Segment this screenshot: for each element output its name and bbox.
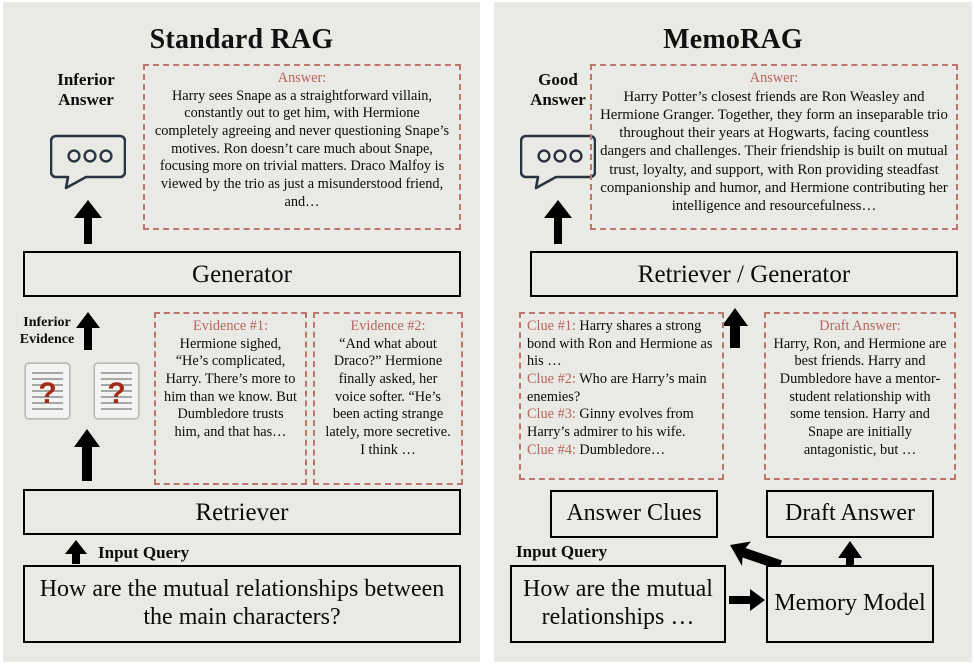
evidence-1-caption: Evidence #1: — [192, 318, 269, 334]
input-query-box-right[interactable]: How are the mutual relationships … — [510, 565, 726, 643]
evidence-2-caption: Evidence #2: — [350, 318, 426, 334]
good-answer-line2: Answer — [530, 90, 586, 110]
evidence-box-2: Evidence #2: “And what about Draco?” Her… — [313, 312, 463, 485]
retriever-generator-label: Retriever / Generator — [637, 260, 851, 288]
answer-clues-box[interactable]: Answer Clues — [550, 490, 718, 538]
inferior-evidence-label: Inferior Evidence — [6, 315, 88, 348]
arrow-answer-up — [541, 198, 575, 246]
input-query-box-left[interactable]: How are the mutual relationships between… — [23, 565, 461, 643]
svg-text:?: ? — [38, 377, 56, 410]
answer-caption: Answer: — [277, 70, 327, 86]
document-unknown-2: ? — [93, 362, 140, 420]
clue-4-label: Clue #4: — [527, 441, 576, 458]
arrow-up-to-retriever-generator — [720, 307, 750, 349]
svg-text:?: ? — [107, 377, 125, 410]
draft-answer-text: Harry, Ron, and Hermione are best friend… — [773, 335, 947, 458]
draft-answer-dashed-box: Draft Answer: Harry, Ron, and Hermione a… — [764, 312, 956, 480]
input-query-text-right: How are the mutual relationships … — [523, 576, 713, 630]
arrow-memory-to-draft — [836, 540, 864, 578]
retriever-generator-box[interactable]: Retriever / Generator — [530, 251, 958, 297]
arrow-memory-to-clues — [728, 539, 784, 575]
standard-rag-title: Standard RAG — [149, 24, 334, 55]
standard-answer-box: Answer: Harry sees Snape as a straightfo… — [143, 64, 461, 230]
clue-line-2: Clue #2: Who are Harry’s main enemies? — [527, 371, 716, 406]
memory-model-box[interactable]: Memory Model — [766, 565, 934, 643]
inferior-answer-line1: Inferior — [57, 70, 115, 89]
clue-2-text: Who are Harry’s main enemies? — [527, 370, 707, 405]
memorag-panel: MemoRAG Good Answer Answer: Harry Potter… — [494, 2, 972, 662]
arrow-evidence-up-top — [74, 310, 102, 352]
draft-answer-caption: Draft Answer: — [819, 318, 901, 334]
inferior-evidence-line2: Evidence — [19, 331, 75, 347]
generator-label: Generator — [192, 260, 292, 288]
clue-line-3: Clue #3: Ginny evolves from Harry’s admi… — [527, 406, 716, 441]
input-query-label-right: Input Query — [516, 542, 608, 561]
answer-text: Harry Potter’s closest friends are Ron W… — [600, 88, 948, 215]
memorag-answer-box: Answer: Harry Potter’s closest friends a… — [590, 64, 958, 230]
arrow-answer-up — [71, 198, 105, 246]
inferior-evidence-line1: Inferior — [23, 315, 71, 330]
clue-2-label: Clue #2: — [527, 370, 576, 387]
evidence-1-text: Hermione sighed, “He’s complicated, Harr… — [164, 335, 297, 440]
document-unknown-1: ? — [24, 362, 71, 420]
answer-clues-label: Answer Clues — [566, 500, 702, 527]
clue-1-label: Clue #1: — [527, 318, 576, 334]
retriever-label: Retriever — [195, 498, 289, 526]
evidence-2-text: “And what about Draco?” Hermione finally… — [325, 335, 451, 458]
standard-rag-panel: Standard RAG Inferior Answer Answer: — [3, 2, 480, 662]
answer-caption: Answer: — [749, 70, 799, 86]
input-query-label-left: Input Query — [98, 543, 190, 562]
clue-3-text: Ginny evolves from Harry’s admirer to hi… — [527, 406, 694, 440]
arrow-evidence-up-bottom — [71, 427, 103, 483]
chat-bubble-icon — [50, 130, 126, 192]
chat-bubble-icon — [520, 130, 596, 192]
arrow-input-query-up — [63, 539, 89, 565]
good-answer-label: Good Answer — [502, 70, 614, 110]
input-query-text-left: How are the mutual relationships between… — [39, 576, 445, 630]
clue-1-text: Harry shares a strong bond with Ron and … — [527, 318, 713, 370]
generator-box[interactable]: Generator — [23, 251, 461, 297]
memory-model-label: Memory Model — [774, 590, 926, 617]
clue-line-4: Clue #4: Dumbledore… — [527, 442, 716, 460]
draft-answer-box[interactable]: Draft Answer — [766, 490, 934, 538]
retriever-box[interactable]: Retriever — [23, 489, 461, 535]
answer-clues-dashed-box: Clue #1: Harry shares a strong bond with… — [519, 312, 724, 480]
evidence-box-1: Evidence #1: Hermione sighed, “He’s comp… — [154, 312, 307, 485]
inferior-answer-label: Inferior Answer — [27, 70, 145, 110]
answer-text: Harry sees Snape as a straightforward vi… — [154, 87, 450, 210]
clue-3-label: Clue #3: — [527, 406, 576, 423]
good-answer-line1: Good — [538, 70, 578, 89]
clue-4-text: Dumbledore… — [575, 441, 666, 458]
draft-answer-label: Draft Answer — [785, 500, 915, 527]
arrow-query-to-memory — [728, 587, 766, 613]
inferior-answer-line2: Answer — [58, 90, 114, 110]
clue-line-1: Clue #1: Harry shares a strong bond with… — [527, 318, 716, 371]
memorag-title: MemoRAG — [663, 24, 803, 55]
